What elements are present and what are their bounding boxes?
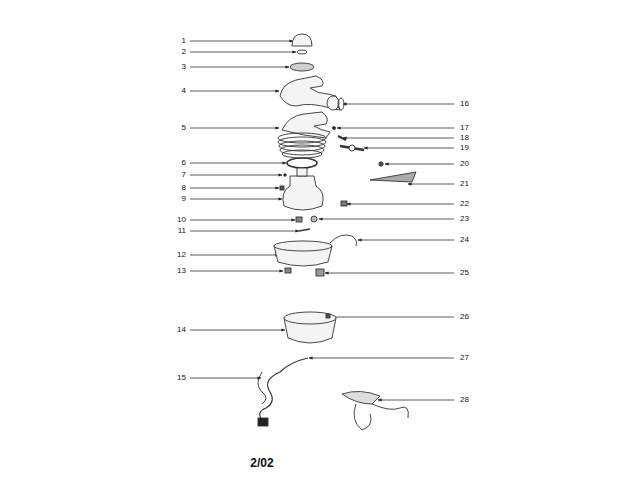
callout-number: 12 — [177, 250, 186, 260]
callout-number: 14 — [177, 325, 186, 335]
callout-number: 3 — [182, 62, 186, 72]
callout-number: 6 — [182, 158, 186, 168]
callout-number: 9 — [182, 194, 186, 204]
callout-number: 13 — [177, 266, 186, 276]
callout-number: 11 — [178, 226, 186, 236]
callout-number: 27 — [460, 353, 469, 363]
callout-number: 20 — [460, 159, 469, 169]
callout-number: 28 — [460, 395, 469, 405]
callout-number: 7 — [182, 170, 186, 180]
date-code: 2/02 — [250, 456, 273, 470]
callout-number: 1 — [182, 36, 186, 46]
parts — [258, 34, 416, 430]
callout-number: 10 — [177, 215, 186, 225]
callout-number: 25 — [460, 268, 469, 278]
callout-number: 26 — [460, 312, 469, 322]
callout-number: 2 — [182, 47, 186, 57]
callout-number: 4 — [182, 86, 186, 96]
callout-number: 8 — [182, 183, 186, 193]
callout-number: 18 — [460, 133, 469, 143]
callout-number: 15 — [177, 373, 186, 383]
callout-number: 17 — [460, 123, 469, 133]
callout-number: 23 — [460, 214, 469, 224]
callout-number: 24 — [460, 235, 469, 245]
callout-number: 22 — [460, 199, 469, 209]
leader-lines — [190, 41, 454, 400]
callout-number: 5 — [182, 123, 186, 133]
callout-number: 21 — [460, 179, 469, 189]
callout-number: 16 — [460, 99, 469, 109]
callout-number: 19 — [460, 143, 469, 153]
